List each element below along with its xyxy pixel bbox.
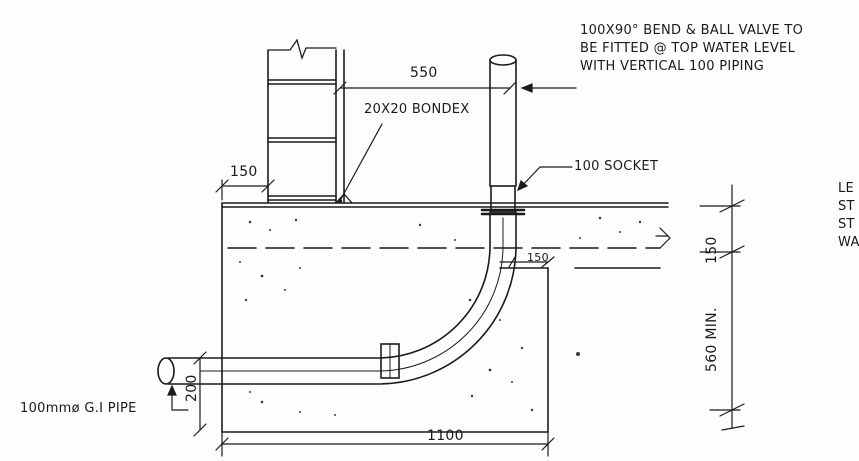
pipe-label: 100mmø G.I PIPE [20, 401, 137, 416]
socket-label: 100 SOCKET [574, 159, 659, 174]
cut-note-line-2: ST [838, 199, 855, 214]
dim-top-span: 550 [410, 65, 438, 81]
dim-slab-offset: 150 [527, 251, 549, 264]
brick-wall [267, 38, 345, 204]
leader-lines [167, 83, 577, 411]
dim-min-depth: 560 MIN. [704, 307, 720, 372]
cut-note-line-1: LE [838, 181, 855, 196]
gi-pipe [157, 54, 526, 385]
cut-note-line-4: WA [838, 235, 859, 250]
bondex-label: 20X20 BONDEX [364, 102, 470, 117]
dim-slab-depth: 150 [704, 236, 720, 264]
bend-valve-note-line-2: BE FITTED @ TOP WATER LEVEL [580, 41, 796, 56]
concrete-texture [239, 216, 642, 416]
concrete-base [221, 202, 671, 433]
dim-pipe-height: 200 [184, 374, 200, 402]
dim-base-width: 1100 [427, 428, 464, 444]
cut-note-line-3: ST [838, 217, 855, 232]
bend-valve-note-line-1: 100X90° BEND & BALL VALVE TO [580, 23, 804, 38]
dim-wall-width: 150 [230, 164, 258, 180]
bend-valve-note-line-3: WITH VERTICAL 100 PIPING [580, 59, 765, 74]
dimension-lines [193, 81, 745, 457]
